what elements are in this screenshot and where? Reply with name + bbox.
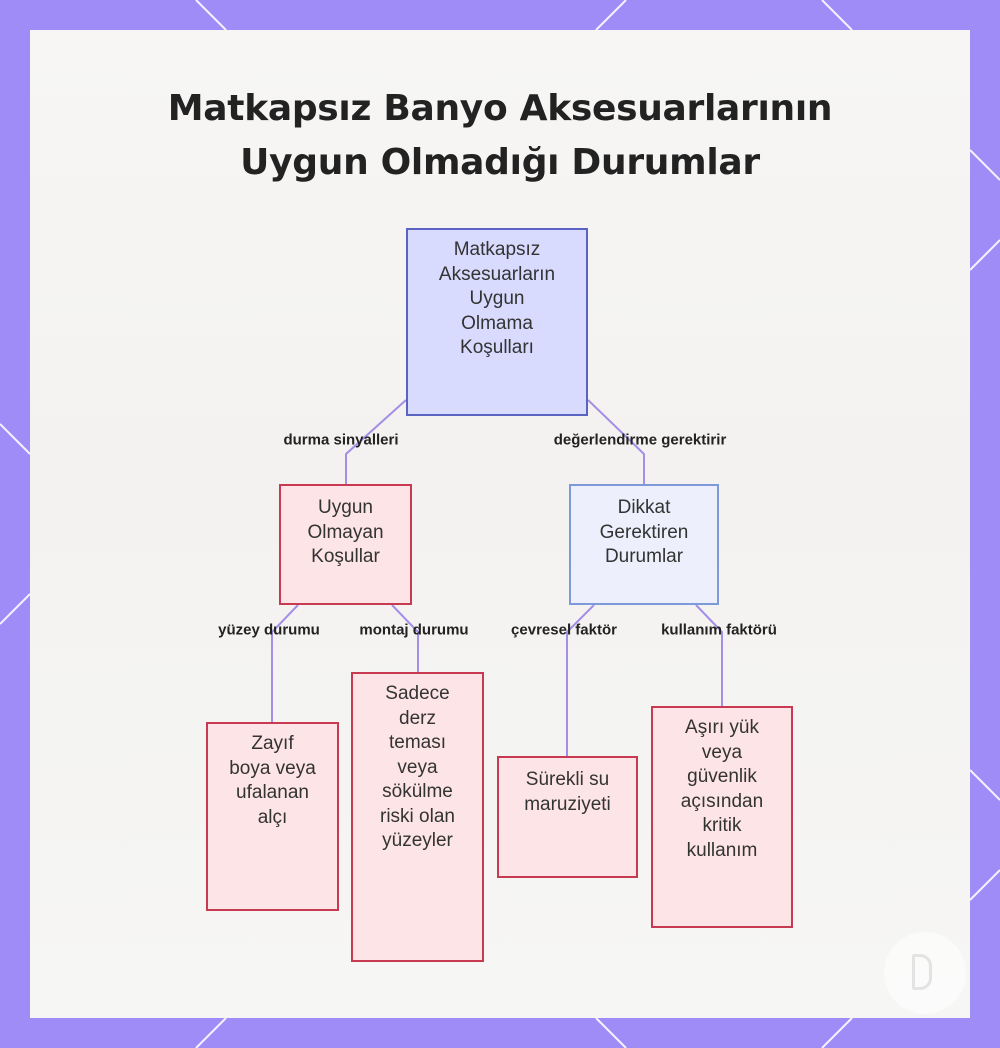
node-load-line: veya — [701, 741, 743, 763]
node-root-line: Matkapsız — [453, 239, 541, 260]
node-load-line: açısından — [680, 790, 764, 812]
watermark-logo — [884, 932, 966, 1014]
node-unsuitable-line: Koşullar — [311, 546, 380, 567]
node-paint-line: boya veya — [229, 757, 316, 779]
edge-attention-water — [566, 604, 595, 756]
node-paint-line: alçı — [257, 806, 288, 828]
edge-attention-load — [695, 604, 723, 706]
edge-root-attention — [587, 399, 645, 484]
node-attention-line: Durumlar — [604, 546, 684, 567]
edge-unsuitable-grout — [391, 604, 419, 672]
node-weak-paint: Zayıf boya veya ufalanan alçı — [206, 722, 339, 911]
node-attention-line: Dikkat — [617, 497, 671, 518]
node-root-line: Koşulları — [460, 337, 534, 358]
edge-label-usage-factor: kullanım faktörü — [661, 621, 777, 639]
node-load-line: güvenlik — [687, 766, 757, 787]
node-grout-line: derz — [399, 707, 436, 729]
node-root: Matkapsız Aksesuarların Uygun Olmama Koş… — [406, 228, 588, 416]
node-water-exposure: Sürekli su maruziyeti — [497, 756, 638, 878]
edge-label-stop-signals: durma sinyalleri — [283, 431, 399, 449]
node-water-line: Sürekli su — [525, 769, 610, 790]
node-root-line: Olmama — [461, 312, 533, 334]
node-paint-line: ufalanan — [236, 782, 309, 803]
node-water-line: maruziyeti — [524, 793, 611, 815]
p-logo-icon — [912, 954, 932, 990]
node-grout-line: teması — [388, 732, 447, 753]
node-grout-surfaces: Sadece derz teması veya sökülme riski ol… — [351, 672, 484, 962]
node-unsuitable-line: Uygun — [318, 497, 373, 518]
node-load-line: kullanım — [686, 839, 758, 861]
node-grout-line: sökülme — [382, 781, 453, 802]
node-grout-line: riski olan — [380, 805, 455, 827]
node-load-line: Aşırı yük — [685, 717, 759, 738]
node-unsuitable-line: Olmayan — [307, 521, 384, 543]
node-attention-situations: Dikkat Gerektiren Durumlar — [569, 484, 719, 605]
edge-label-surface-condition: yüzey durumu — [218, 621, 320, 639]
node-overload-use: Aşırı yük veya güvenlik açısından kritik… — [651, 706, 793, 928]
node-unsuitable-conditions: Uygun Olmayan Koşullar — [279, 484, 412, 605]
node-grout-line: veya — [397, 756, 438, 778]
title-line-1: Matkapsız Banyo Aksesuarlarının — [167, 88, 833, 129]
node-root-line: Aksesuarların — [438, 263, 556, 285]
title-line-2: Uygun Olmadığı Durumlar — [240, 142, 760, 183]
node-paint-line: Zayıf — [251, 733, 294, 754]
edge-label-needs-evaluation: değerlendirme gerektirir — [553, 431, 727, 449]
node-attention-line: Gerektiren — [599, 521, 689, 543]
edge-label-mounting-condition: montaj durumu — [359, 621, 469, 639]
node-root-line: Uygun — [469, 288, 525, 309]
node-load-line: kritik — [702, 815, 742, 836]
edge-label-environmental-factor: çevresel faktör — [511, 621, 617, 639]
node-grout-line: yüzeyler — [382, 830, 453, 851]
page-title: Matkapsız Banyo Aksesuarlarının Uygun Ol… — [0, 82, 1000, 190]
edge-unsuitable-paint — [271, 604, 299, 722]
node-grout-line: Sadece — [385, 683, 450, 704]
edge-root-unsuitable — [345, 399, 407, 484]
